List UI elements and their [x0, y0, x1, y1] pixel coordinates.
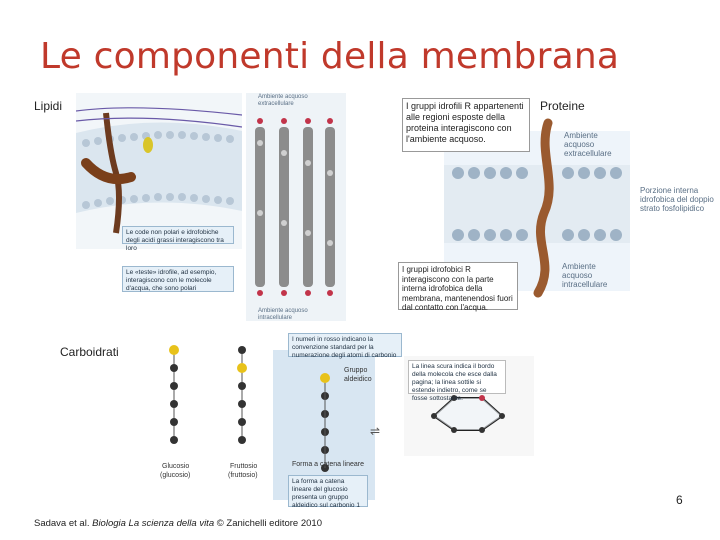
protein-callout-bottom: I gruppi idrofobici R interagiscono con … — [398, 262, 518, 312]
lipid-callout-1: Le code non polari e idrofobiche degli a… — [122, 226, 234, 252]
lipid-membrane-illustration — [76, 93, 242, 249]
page-number: 6 — [676, 493, 683, 507]
protein-label-extracellular: Ambiente acquoso extracellulare — [564, 131, 612, 158]
lipid-callout-2: Le «teste» idrofile, ad esempio, interag… — [122, 266, 234, 292]
bilayer-top-label: Ambiente acquoso extracellulare — [258, 94, 308, 107]
footer-publisher: © Zanichelli editore 2010 — [214, 518, 322, 529]
proteine-label: Proteine — [540, 99, 585, 113]
footer-book-title: Biologia La scienza della vita — [92, 518, 215, 529]
protein-callout-top: I gruppi idrofili R appartenenti alle re… — [402, 98, 530, 152]
footer-authors: Sadava et al. — [34, 518, 93, 529]
protein-label-interior: Porzione interna idrofobica del doppio s… — [640, 186, 714, 213]
carboidrati-label: Carboidrati — [60, 345, 119, 359]
carb-callout-numbers: I numeri in rosso indicano la convenzion… — [288, 333, 402, 359]
equilibrium-arrows-icon: ⇌ — [370, 424, 381, 438]
aldehyde-group-label: Gruppo aldeidico — [344, 367, 372, 383]
glucose-sub-label: (glucosio) — [160, 472, 191, 479]
phospholipid-bilayer-detail — [246, 93, 346, 321]
fructose-label: Fruttosio — [230, 463, 258, 470]
linear-chain-label: Forma a catena lineare — [292, 461, 364, 468]
carb-callout-ring: La linea scura indica il bordo della mol… — [408, 360, 506, 402]
membrane-protein-illustration — [398, 93, 716, 311]
lipidi-label: Lipidi — [34, 99, 63, 113]
slide-title: Le componenti della membrana — [40, 36, 620, 77]
footer-citation: Sadava et al. Biologia La scienza della … — [34, 518, 322, 529]
carb-callout-linear: La forma a catena lineare del glucosio p… — [288, 475, 368, 509]
protein-label-intracellular: Ambiente acquoso intracellulare — [562, 262, 608, 289]
glucose-label: Glucosio — [162, 463, 190, 470]
bilayer-bottom-label: Ambiente acquoso intracellulare — [258, 308, 308, 321]
fructose-sub-label: (fruttosio) — [228, 472, 258, 479]
